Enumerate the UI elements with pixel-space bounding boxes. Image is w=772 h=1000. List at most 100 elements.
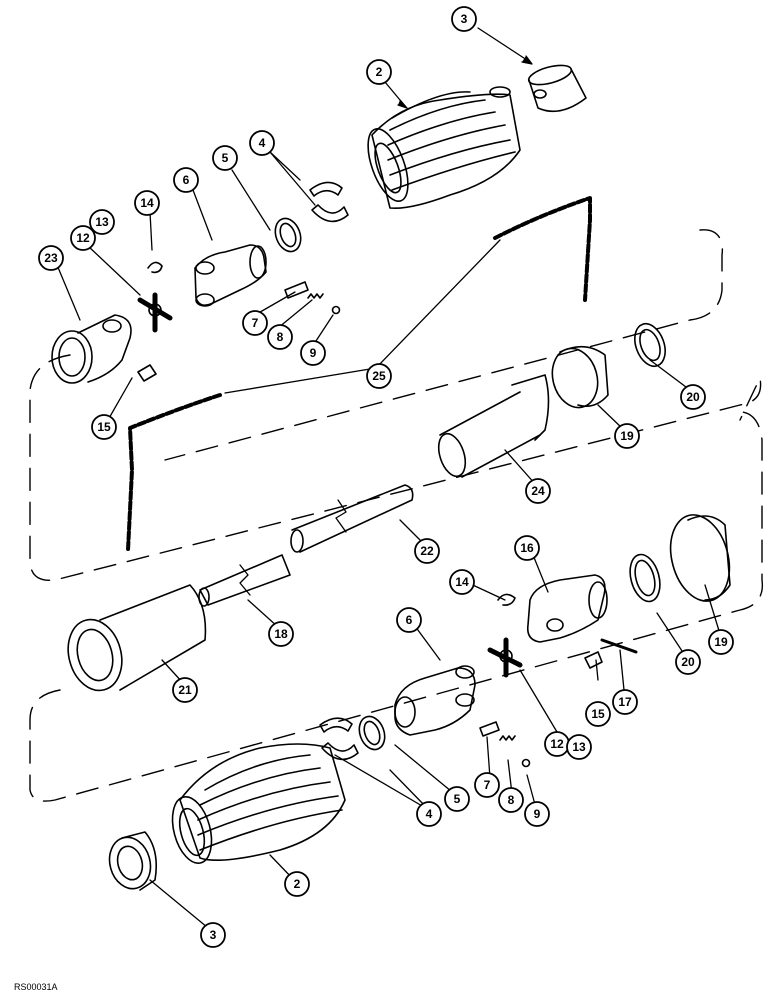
callout-number: 6 bbox=[406, 613, 413, 627]
leader-lines bbox=[56, 27, 721, 933]
callout-number: 5 bbox=[454, 792, 461, 806]
callout-number: 3 bbox=[210, 928, 217, 942]
callout-7: 7 bbox=[474, 772, 500, 798]
part-7-pin-top bbox=[284, 281, 309, 299]
callout-14: 14 bbox=[134, 190, 160, 216]
figure-code: RS00031A bbox=[14, 982, 58, 992]
callout-number: 12 bbox=[550, 737, 564, 751]
part-20-retainer-lower bbox=[629, 553, 661, 603]
callout-circle bbox=[451, 6, 477, 32]
group-outline-upper bbox=[29, 229, 762, 582]
callout-circle bbox=[284, 871, 310, 897]
callout-3: 3 bbox=[200, 922, 226, 948]
callout-number: 8 bbox=[277, 330, 284, 344]
part-23-end-yoke bbox=[51, 314, 132, 384]
callout-2: 2 bbox=[284, 871, 310, 897]
part-14-clip-lower bbox=[497, 593, 516, 606]
callout-20: 20 bbox=[680, 384, 706, 410]
callout-19: 19 bbox=[708, 629, 734, 655]
callout-4: 4 bbox=[249, 130, 275, 156]
callout-number: 14 bbox=[455, 575, 469, 589]
callout-12: 12 bbox=[544, 731, 570, 757]
callout-25: 25 bbox=[366, 363, 392, 389]
part-8-spring-lower bbox=[499, 735, 516, 741]
callout-3: 3 bbox=[451, 6, 477, 32]
callout-9: 9 bbox=[300, 340, 326, 366]
callout-15: 15 bbox=[585, 701, 611, 727]
callout-circle bbox=[242, 310, 268, 336]
callout-circle bbox=[675, 649, 701, 675]
part-2-boot-top bbox=[367, 86, 521, 210]
callout-circle bbox=[585, 701, 611, 727]
part-15-grease-fitting-lower bbox=[584, 651, 603, 669]
callout-number: 19 bbox=[620, 429, 634, 443]
callout-circle bbox=[200, 922, 226, 948]
callout-13: 13 bbox=[566, 734, 592, 760]
callout-number: 19 bbox=[714, 635, 728, 649]
part-3-collar-lower bbox=[108, 831, 158, 891]
part-14-clip-top bbox=[147, 261, 163, 274]
callout-number: 4 bbox=[259, 136, 266, 150]
callout-circle bbox=[449, 569, 475, 595]
callout-12: 12 bbox=[70, 225, 96, 251]
part-7-pin-lower bbox=[479, 721, 500, 737]
part-9-ball-lower bbox=[521, 758, 531, 768]
callout-18: 18 bbox=[268, 621, 294, 647]
part-8-spring-top bbox=[307, 293, 324, 299]
callout-number: 2 bbox=[376, 65, 383, 79]
callout-circle bbox=[249, 130, 275, 156]
callout-5: 5 bbox=[212, 145, 238, 171]
callout-circle bbox=[38, 245, 64, 271]
callout-circle bbox=[680, 384, 706, 410]
callout-number: 5 bbox=[222, 151, 229, 165]
callout-number: 20 bbox=[681, 655, 695, 669]
callout-number: 7 bbox=[252, 316, 259, 330]
callout-circle bbox=[366, 363, 392, 389]
callout-17: 17 bbox=[612, 689, 638, 715]
callout-number: 18 bbox=[274, 627, 288, 641]
callout-number: 15 bbox=[97, 420, 111, 434]
group-outline-lower bbox=[29, 411, 764, 802]
part-22-outer-shaft bbox=[290, 484, 414, 553]
callout-number: 13 bbox=[572, 740, 586, 754]
callout-circle bbox=[134, 190, 160, 216]
part-6-yoke-top bbox=[194, 244, 267, 307]
part-24-outer-guard-tube bbox=[437, 374, 550, 478]
callout-15: 15 bbox=[91, 414, 117, 440]
callout-number: 25 bbox=[372, 369, 386, 383]
part-2-boot-lower bbox=[171, 743, 346, 864]
callout-number: 13 bbox=[95, 215, 109, 229]
callout-number: 21 bbox=[178, 683, 192, 697]
callout-number: 7 bbox=[484, 778, 491, 792]
part-16-yoke-lower bbox=[526, 574, 608, 643]
callout-number: 22 bbox=[420, 544, 434, 558]
callout-number: 14 bbox=[140, 196, 154, 210]
callout-number: 8 bbox=[508, 793, 515, 807]
callout-circle bbox=[366, 59, 392, 85]
callout-23: 23 bbox=[38, 245, 64, 271]
callout-24: 24 bbox=[525, 478, 551, 504]
callout-circle bbox=[444, 786, 470, 812]
part-19-guard-cone-top bbox=[551, 345, 609, 409]
callout-21: 21 bbox=[172, 677, 198, 703]
callout-8: 8 bbox=[498, 787, 524, 813]
part-4-half-rings-top bbox=[309, 181, 349, 223]
part-5-snap-ring-lower bbox=[358, 715, 386, 751]
part-6-yoke-lower bbox=[394, 665, 476, 736]
part-19-guard-cone-lower bbox=[669, 514, 731, 602]
part-12-cross-top bbox=[137, 292, 173, 333]
callout-circle bbox=[524, 801, 550, 827]
part-18-inner-shaft bbox=[198, 554, 291, 607]
callout-circle bbox=[91, 414, 117, 440]
callout-number: 20 bbox=[686, 390, 700, 404]
callout-circle bbox=[396, 607, 422, 633]
part-5-snap-ring-top bbox=[274, 217, 302, 253]
callout-number: 12 bbox=[76, 231, 90, 245]
callout-6: 6 bbox=[396, 607, 422, 633]
callout-number: 24 bbox=[531, 484, 545, 498]
callout-number: 2 bbox=[294, 877, 301, 891]
part-21-inner-guard-tube bbox=[67, 584, 207, 692]
